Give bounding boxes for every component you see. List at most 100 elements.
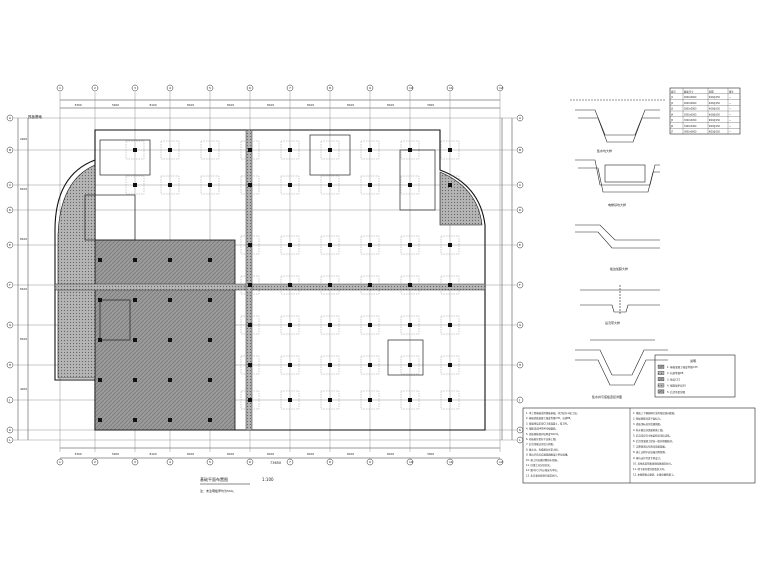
column bbox=[288, 398, 292, 402]
axis-bubble bbox=[131, 84, 139, 92]
column bbox=[288, 183, 292, 187]
column bbox=[133, 338, 137, 342]
axis-bubble-label: K bbox=[9, 428, 12, 432]
table-cell: J4 bbox=[670, 113, 674, 116]
dimension-label-top: 8100 bbox=[150, 103, 157, 107]
axis-bubble bbox=[516, 361, 524, 369]
note-line: 13. 未尽事宜按现行规范执行。 bbox=[526, 473, 559, 477]
axis-bubble bbox=[56, 458, 64, 466]
column bbox=[408, 148, 412, 152]
axis-bubble-label: 8 bbox=[329, 460, 331, 464]
column bbox=[368, 363, 372, 367]
table-cell: 2600x2600 bbox=[684, 102, 697, 105]
column bbox=[208, 258, 212, 262]
table-cell: J5 bbox=[670, 119, 674, 122]
axis-bubble bbox=[516, 181, 524, 189]
post-pour-strip-horizontal bbox=[54, 283, 486, 291]
plan-scale: 1:100 bbox=[262, 477, 274, 482]
pile-cap-outline bbox=[400, 390, 420, 410]
note-line: 2. 基础底板混凝土强度等级C35，抗渗P8。 bbox=[526, 416, 573, 420]
core-rooms bbox=[84, 134, 436, 376]
pile-cap-outline bbox=[440, 140, 460, 160]
overall-dimension: 73650 bbox=[270, 461, 281, 465]
column bbox=[288, 323, 292, 327]
pile-cap-outline bbox=[360, 315, 380, 335]
legend-swatch bbox=[657, 377, 665, 382]
axis-bubble-label: 11 bbox=[449, 460, 453, 464]
column bbox=[133, 378, 137, 382]
axis-bubble bbox=[286, 458, 294, 466]
notes-block: 1. 本工程基础采用筏板基础，持力层为②粘土层。2. 基础底板混凝土强度等级C3… bbox=[522, 407, 756, 484]
table-cell: J3 bbox=[670, 108, 674, 111]
note-line: 6. 柱插筋详见柱平法施工图。 bbox=[526, 437, 558, 441]
axis-bubble-label: A bbox=[9, 116, 12, 120]
dimension-label-left: 8100 bbox=[20, 187, 27, 191]
axis-bubble-label: C bbox=[9, 183, 11, 187]
post-pour-strip-vertical bbox=[245, 129, 253, 431]
pile-cap-outline bbox=[360, 390, 380, 410]
axis-bubble bbox=[406, 84, 414, 92]
column bbox=[168, 148, 172, 152]
column bbox=[288, 243, 292, 247]
column bbox=[408, 323, 412, 327]
pile-cap-outline bbox=[200, 175, 220, 195]
axis-bubble-label: E bbox=[519, 243, 521, 247]
pile-cap-outline bbox=[400, 175, 420, 195]
dimension-label-top: 5400 bbox=[112, 103, 119, 107]
column bbox=[133, 418, 137, 422]
column bbox=[168, 183, 172, 187]
axis-bubble-label: 4 bbox=[169, 460, 171, 464]
axis-bubble bbox=[6, 181, 14, 189]
pile-cap-outline bbox=[400, 235, 420, 255]
axis-bubble-label: 1 bbox=[59, 460, 61, 464]
axis-bubble bbox=[206, 458, 214, 466]
column bbox=[133, 183, 137, 187]
column bbox=[448, 148, 452, 152]
pile-cap-outline bbox=[360, 235, 380, 255]
note-line: 8. 集水坑、电梯基坑详见大样。 bbox=[526, 447, 560, 451]
axis-bubble-label: L bbox=[9, 438, 11, 442]
hatched-slab-region bbox=[94, 239, 236, 431]
column bbox=[248, 398, 252, 402]
pile-cap-outline bbox=[320, 315, 340, 335]
column bbox=[248, 243, 252, 247]
detail-sump-pit bbox=[570, 99, 665, 143]
axis-bubble-label: D bbox=[519, 208, 522, 212]
legend-item: 2. 抗渗等级P8 bbox=[667, 371, 684, 375]
axis-bubble-label: 2 bbox=[94, 460, 96, 464]
note-line: 1. 筏板上下钢筋网片采用双层双向配筋。 bbox=[633, 411, 677, 415]
column bbox=[328, 183, 332, 187]
table-header-cell: 编号 bbox=[671, 89, 676, 93]
dimension-label-left: 2400 bbox=[20, 137, 27, 141]
dimension-label-bottom: 5400 bbox=[112, 452, 119, 456]
column bbox=[168, 378, 172, 382]
column bbox=[448, 243, 452, 247]
dimension-label-bottom: 8100 bbox=[150, 452, 157, 456]
note-line: 2. 附加钢筋详见平面标注。 bbox=[633, 417, 662, 421]
axis-bubble bbox=[516, 241, 524, 249]
dimension-lines bbox=[17, 99, 513, 459]
column bbox=[368, 148, 372, 152]
legend-item: 1. 基础混凝土强度等级C35 bbox=[667, 365, 698, 369]
detail-sections: 集水坑大样 电梯基坑大样 板边加腋大样 后浇带大样 集水井与底板连接详图 bbox=[570, 99, 668, 399]
table-cell: Φ18@150 bbox=[709, 108, 720, 111]
axis-bubble bbox=[516, 114, 524, 122]
table-cell: Φ20@150 bbox=[709, 131, 720, 134]
note-line: 9. 基坑支护另见专项设计。 bbox=[633, 456, 662, 460]
axis-bubble-label: 3 bbox=[134, 86, 136, 90]
table-cell: Φ16@150 bbox=[709, 96, 720, 99]
column bbox=[448, 363, 452, 367]
table-cell: 2800x2800 bbox=[684, 108, 697, 111]
column bbox=[288, 148, 292, 152]
dimension-label-top: 3300 bbox=[427, 103, 434, 107]
pile-cap-outline bbox=[200, 140, 220, 160]
plan-title: 基础平面布置图 bbox=[200, 476, 228, 482]
table-cell: Φ20@150 bbox=[709, 125, 720, 128]
axis-bubble bbox=[326, 458, 334, 466]
axis-bubble-label: A bbox=[519, 116, 522, 120]
legend-swatch bbox=[657, 371, 665, 375]
pile-cap-outline bbox=[160, 140, 180, 160]
axis-bubble bbox=[206, 84, 214, 92]
table-cell: — bbox=[729, 113, 732, 116]
